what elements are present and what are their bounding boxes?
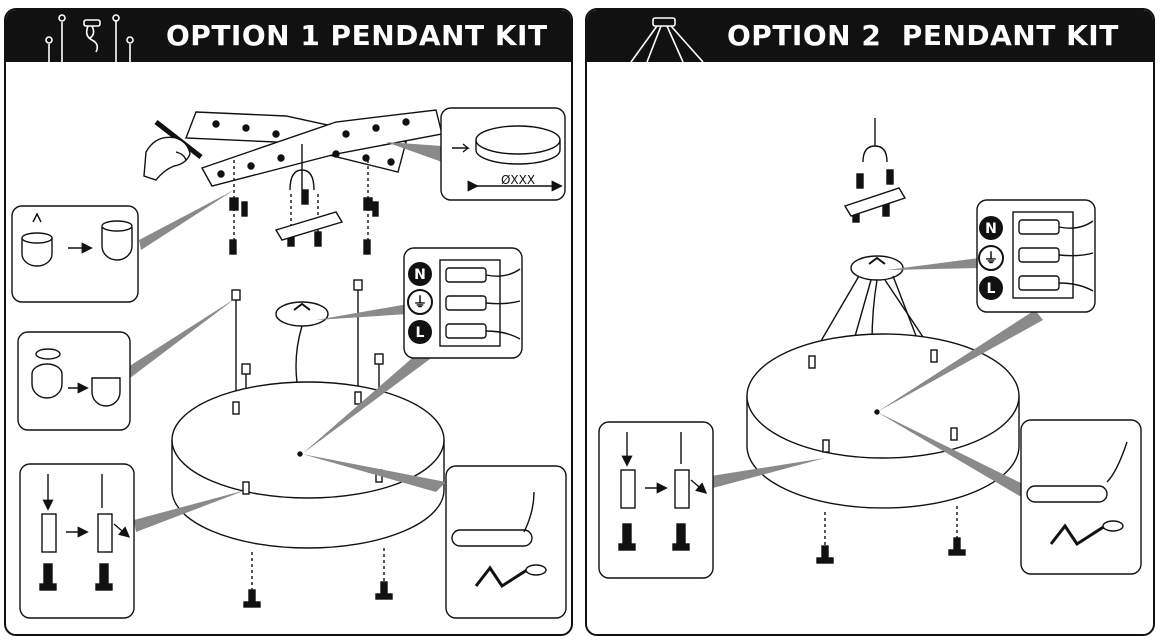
- terminal-labels: N ⏚ L: [407, 262, 433, 344]
- hand-with-pencil: [143, 120, 203, 181]
- mounting-template-x: [184, 109, 443, 187]
- option-1-header: OPTION 1 PENDANT KIT: [6, 10, 571, 62]
- luminaire-body: [171, 381, 445, 549]
- dimension-label: ØXXX: [501, 173, 535, 187]
- option-2-panel: OPTION 2 PENDANT KIT: [585, 8, 1155, 636]
- terminal-n: N: [985, 221, 997, 237]
- cable-insert-detail-box: [598, 421, 714, 579]
- option-1-title: OPTION 1 PENDANT KIT: [166, 19, 548, 52]
- option-2-header: OPTION 2 PENDANT KIT: [587, 10, 1153, 62]
- option-1-diagram: ØXXX N ⏚ L: [11, 107, 567, 619]
- earth-icon: ⏚: [413, 295, 427, 311]
- hook-fork: [289, 144, 315, 191]
- terminal-labels: N ⏚ L: [978, 216, 1004, 300]
- option-2-title: OPTION 2 PENDANT KIT: [727, 19, 1119, 52]
- option-1-panel: OPTION 1 PENDANT KIT: [4, 8, 573, 636]
- callout-wedge: [139, 190, 234, 250]
- ceiling-canopy-wires-icon: [630, 17, 704, 62]
- earth-icon: ⏚: [984, 251, 998, 267]
- terminal-l: L: [416, 325, 425, 341]
- terminal-n: N: [414, 267, 426, 283]
- option-2-diagram: N ⏚ L: [598, 118, 1142, 579]
- luminaire-body: [746, 333, 1020, 509]
- mounting-bracket: [274, 211, 344, 241]
- ceiling-pendant-cables-icon: [45, 14, 134, 62]
- mounting-bracket: [843, 187, 907, 217]
- ceiling-canopy: [275, 301, 329, 327]
- terminal-l: L: [987, 281, 996, 297]
- cable-insert-detail-box: [19, 463, 135, 619]
